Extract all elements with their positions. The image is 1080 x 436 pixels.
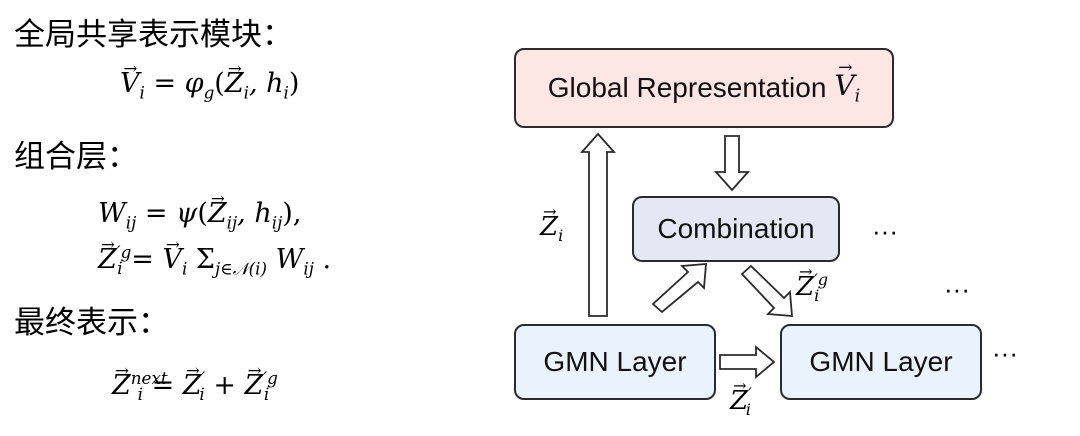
combination-layer-heading: 组合层： <box>14 139 138 175</box>
ellipsis-right: ··· <box>992 338 1018 368</box>
right-arrow <box>719 345 776 379</box>
diagonal-up-arrow <box>651 263 707 314</box>
ellipsis-combination: ··· <box>872 216 898 246</box>
combination-formula: Z′gi = Vi Σj∈𝒩(i) Wij . <box>98 244 331 277</box>
global-representation-box: Global Representation Vi <box>514 48 894 128</box>
gmn-layer-box-left: GMN Layer <box>514 324 716 400</box>
gmn-layer-label-right: GMN Layer <box>809 346 953 377</box>
final-formula: Znexti = Z′i + Z′gi <box>112 370 278 403</box>
global-representation-label: Global Representation <box>547 72 827 103</box>
up-arrow <box>579 132 617 317</box>
combination-label: Combination <box>657 213 815 244</box>
weight-formula: Wij = ψ(Zij, hij), <box>98 200 301 231</box>
global-module-heading: 全局共享表示模块： <box>14 17 293 53</box>
global-representation-symbol: Vi <box>834 69 860 107</box>
combination-box: Combination <box>632 196 840 262</box>
down-arrow <box>713 135 751 192</box>
ellipsis-middle: ··· <box>944 274 970 304</box>
label-z-up: Zi <box>540 214 563 244</box>
gmn-layer-box-right: GMN Layer <box>780 324 982 400</box>
global-formula: Vi = φg(Zi, hi) <box>120 70 299 101</box>
label-z-combined: Z′gi <box>796 271 828 304</box>
gmn-layer-label-left: GMN Layer <box>543 346 687 377</box>
final-representation-heading: 最终表示： <box>14 305 169 341</box>
label-z-prime: Z′i <box>730 385 752 418</box>
diagonal-down-arrow <box>740 264 793 317</box>
